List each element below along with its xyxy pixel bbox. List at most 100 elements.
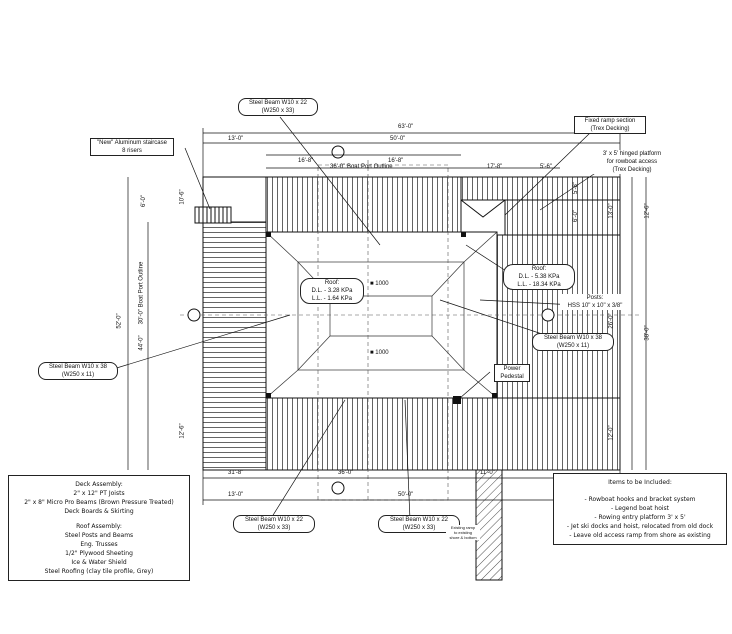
dim-left-a: 6'-0" (140, 195, 147, 207)
power-pedestal-callout: Power Pedestal (494, 364, 530, 382)
roof-line: Eng. Trusses (80, 541, 118, 548)
callout-line: shore & bottom (449, 535, 477, 540)
callout-line: Steel Beam W10 x 22 (389, 517, 449, 523)
steel-beam-left-callout: Steel Beam W10 x 38 (W250 x 11) (38, 362, 118, 380)
dimension-lines (127, 128, 647, 505)
staircase (194, 206, 232, 224)
bottom-decking (265, 397, 621, 471)
section-markers (187, 145, 555, 495)
dim-right-b: 6'-0" (572, 210, 579, 222)
roof-left-callout: Roof: D.L. - 3.28 KPa L.L. - 1.64 KPa (300, 278, 364, 304)
load-label-2: ■ 1000 (370, 350, 389, 356)
dim-overall-top: 63'-0" (398, 124, 414, 130)
power-pedestal-mark (453, 396, 461, 404)
steel-beam-br-callout: Steel Beam W10 x 22 (W250 x 33) (378, 515, 460, 533)
included-item: - Rowboat hooks and bracket system (584, 496, 696, 503)
deck-line: Deck Boards & Skirting (64, 508, 134, 515)
existing-ramp (475, 469, 503, 581)
callout-line: Fixed ramp section (584, 118, 636, 124)
dim-left-inner: 44'-0" (138, 335, 145, 351)
deck-line: 2" x 8" Micro Pro Beams (Brown Pressure … (24, 499, 174, 506)
dim-left-c: 12'-6" (179, 423, 186, 439)
left-decking (202, 221, 267, 471)
steel-beam-top-callout: Steel Beam W10 x 22 (W250 x 33) (238, 98, 318, 116)
roof-assembly-title: Roof Assembly: (76, 523, 122, 530)
callout-line: D.L. - 3.28 KPa (311, 288, 353, 294)
dim-left-total: 52'-0" (116, 313, 123, 329)
dim-right-h: 12'-0" (608, 425, 615, 441)
ramp-marks (460, 199, 506, 218)
roof-line: Ice & Water Shield (71, 559, 127, 566)
callout-line: Steel Beam W10 x 38 (543, 335, 603, 341)
callout-line: (Trex Decking) (590, 126, 630, 132)
steel-beam-right-callout: Steel Beam W10 x 38 (W250 x 11) (532, 333, 614, 351)
hinged-platform-callout: 3' x 5' hinged platform for rowboat acce… (592, 150, 672, 174)
assembly-notes: Deck Assembly: 2" x 12" PT Joists 2" x 8… (8, 475, 190, 581)
callout-line: Steel Beam W10 x 38 (48, 364, 108, 370)
dim-2: 16'-8" (388, 158, 404, 164)
posts-callout: Posts: HSS 10" x 10" x 3/8" (560, 294, 630, 310)
right-upper-decking (504, 199, 621, 236)
dim-right-e: 12'-6" (644, 203, 651, 219)
boat-port-side-label: 30'-0" Boat Port Outline (138, 261, 145, 325)
callout-line: Steel Beam W10 x 22 (248, 100, 308, 106)
callout-line: Posts: (586, 295, 604, 301)
center-lines (180, 160, 640, 501)
roof-right-callout: Roof: D.L. - 5.38 KPa L.L. - 18.34 KPa (503, 264, 575, 290)
included-item: - Rowing entry platform 3' x 5' (594, 514, 686, 521)
included-item: - Jet ski docks and hoist, relocated fro… (566, 523, 714, 530)
callout-line: (W250 x 11) (556, 343, 590, 349)
callout-line: (W250 x 11) (61, 372, 95, 378)
dim-6: 36'-0" (338, 470, 354, 476)
callout-line: Existing ramp (450, 525, 476, 530)
dim-top-right: 50'-0" (390, 136, 406, 142)
existing-ramp-label: Existing ramp to existing shore & bottom (446, 525, 480, 540)
roof-line: Steel Posts and Beams (64, 532, 134, 539)
dim-right-g: 38'-0" (644, 325, 651, 341)
deck-assembly-title: Deck Assembly: (75, 481, 123, 488)
stairs-callout: "New" Aluminum staircase 8 risers (90, 138, 174, 156)
callout-line: for rowboat access (606, 159, 658, 165)
dim-right-f: 26'-0" (608, 313, 615, 329)
roof-line: 1/2" Plywood Sheeting (65, 550, 133, 557)
callout-line: L.L. - 1.64 KPa (311, 296, 353, 302)
dim-left-b: 10'-6" (179, 189, 186, 205)
steel-beam-bl-callout: Steel Beam W10 x 22 (W250 x 33) (233, 515, 315, 533)
included-items-box: Items to be Included: - Rowboat hooks an… (553, 473, 727, 545)
callout-line: 8 risers (122, 148, 142, 154)
included-title: Items to be Included: (608, 479, 672, 486)
dim-right-a: 5'-8" (572, 182, 579, 194)
top-decking (265, 176, 462, 233)
callout-line: "New" Aluminum staircase (97, 140, 167, 146)
callout-line: (W250 x 33) (261, 108, 295, 114)
callout-line: Roof: (531, 266, 547, 272)
dim-3: 17'-8" (487, 164, 503, 170)
callout-line: Power (503, 366, 521, 372)
callout-line: Roof: (324, 280, 340, 286)
callout-line: D.L. - 5.38 KPa (518, 274, 560, 280)
leader-lines (109, 116, 601, 521)
roof-line: Steel Roofing (clay tile profile, Grey) (44, 568, 154, 575)
posts (266, 232, 497, 398)
included-item: - Legend boat hoist (610, 505, 670, 512)
dim-7: 31'-8" (228, 470, 244, 476)
boat-port-top-label: 36'-0" Boat Port Outline (330, 164, 393, 170)
callout-line: to existing (453, 530, 472, 535)
dim-bottom-left: 13'-0" (228, 492, 244, 498)
callout-line: 3' x 5' hinged platform (602, 151, 662, 157)
deck-line: 2" x 12" PT Joists (73, 490, 125, 497)
load-label-1: ■ 1000 (370, 281, 389, 287)
dim-right-d: 13'-0" (608, 203, 615, 219)
dim-4: 5'-6" (540, 164, 552, 170)
fixed-ramp-callout: Fixed ramp section (Trex Decking) (574, 116, 646, 134)
callout-line: L.L. - 18.34 KPa (517, 282, 561, 288)
callout-line: (W250 x 33) (402, 525, 436, 531)
dim-top-left: 13'-0" (228, 136, 244, 142)
dim-bottom-right: 50'-0" (398, 492, 414, 498)
callout-line: Pedestal (500, 374, 524, 380)
dim-8: 11'-0" (480, 470, 495, 476)
dim-1: 16'-8" (298, 158, 314, 164)
callout-line: HSS 10" x 10" x 3/8" (567, 303, 623, 309)
